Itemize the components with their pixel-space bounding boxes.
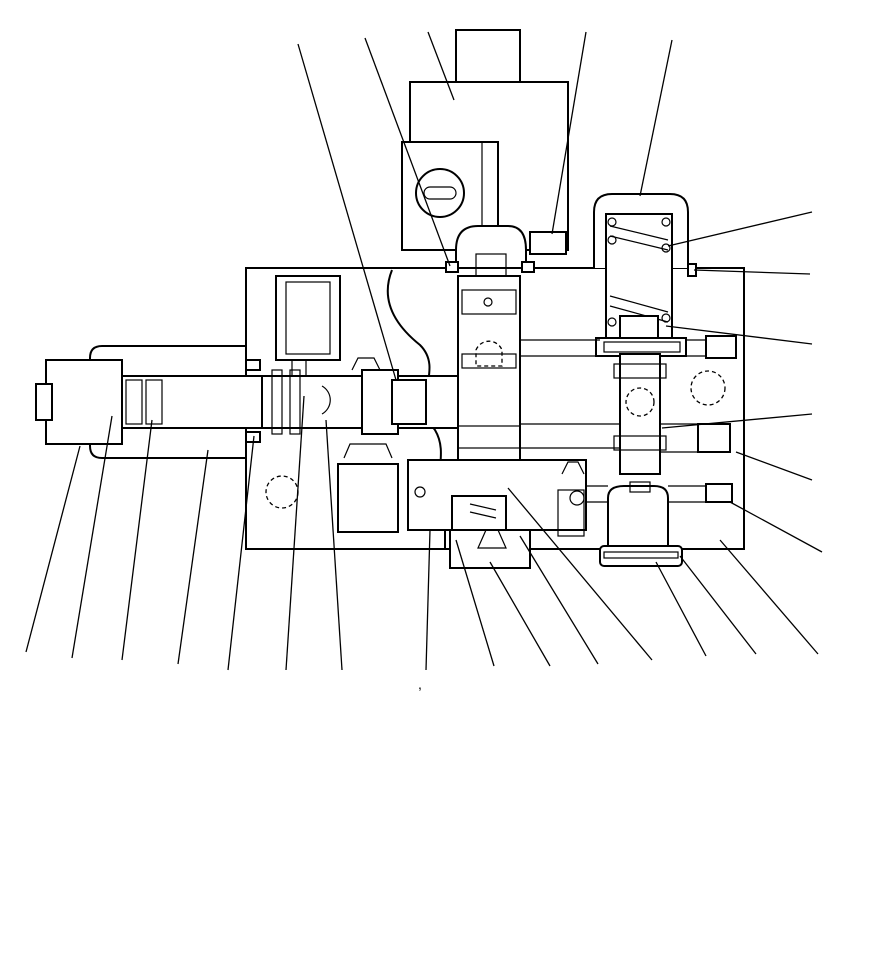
solenoid-assembly (401, 29, 569, 281)
leader-bottom-13 (655, 561, 707, 657)
leader-top-5 (639, 39, 673, 197)
leader-lines-right (661, 211, 823, 553)
leader-right-5 (735, 451, 813, 481)
stray-mark: , (418, 676, 422, 692)
leader-bottom-12 (507, 487, 653, 661)
leader-top-3 (427, 31, 455, 101)
leader-bottom-7 (325, 419, 343, 671)
main-spool (261, 357, 459, 435)
solenoid-connector (415, 168, 465, 218)
internal-passages (520, 339, 706, 503)
lower-left-chamber (265, 443, 399, 533)
right-poppet (599, 353, 683, 567)
leader-bottom-15 (719, 539, 819, 655)
left-pilot-chamber (275, 275, 341, 379)
leader-top-1 (297, 43, 397, 381)
lower-center-plug (407, 459, 587, 569)
leader-bottom-5 (227, 435, 255, 671)
leader-right-4 (661, 413, 813, 429)
leader-top-4 (551, 31, 587, 235)
relief-valve-cap (593, 193, 689, 357)
leader-bottom-2 (71, 415, 113, 659)
right-ports (687, 263, 737, 503)
leader-top-2 (364, 37, 451, 267)
leader-bottom-9 (455, 539, 495, 667)
leader-bottom-3 (121, 419, 153, 661)
leader-bottom-6 (285, 395, 305, 671)
leader-bottom-11 (519, 535, 599, 665)
leader-lines-bottom (25, 395, 819, 671)
leader-bottom-4 (177, 449, 209, 665)
leader-bottom-10 (489, 561, 551, 667)
vertical-spool (457, 275, 521, 489)
leader-right-3 (665, 325, 813, 345)
leader-bottom-1 (25, 445, 81, 653)
leader-lines-top (297, 31, 673, 381)
left-spool-housing (35, 345, 263, 459)
leader-right-2 (693, 269, 811, 275)
leader-right-6 (729, 501, 823, 553)
leader-bottom-14 (679, 555, 757, 655)
leader-right-1 (667, 211, 813, 247)
leader-bottom-8 (425, 529, 431, 671)
